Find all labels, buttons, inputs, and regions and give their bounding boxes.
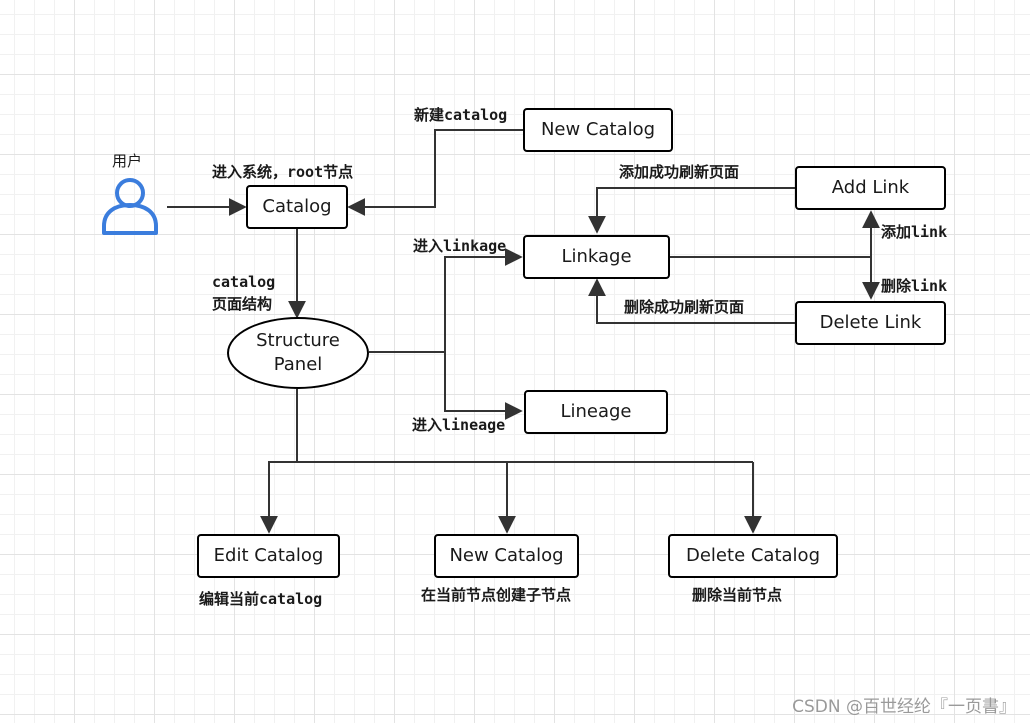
label-create-catalog: 新建catalog xyxy=(414,106,508,124)
edge-newcatalog-to-catalog xyxy=(347,129,523,216)
linkage-node[interactable]: Linkage xyxy=(523,235,670,279)
label-delete-link: 删除link xyxy=(881,277,948,295)
edit-catalog-node[interactable]: Edit Catalog xyxy=(197,534,340,578)
add-link-node[interactable]: Add Link xyxy=(795,166,946,210)
catalog-node[interactable]: Catalog xyxy=(246,185,348,229)
structure-panel-node[interactable]: Structure Panel xyxy=(227,317,369,389)
label-enter-system: 进入系统，root节点 xyxy=(212,163,354,181)
watermark: CSDN @百世经纶『一页書』 xyxy=(792,697,1016,717)
label-enter-lineage: 进入lineage xyxy=(412,416,506,434)
delete-catalog-node[interactable]: Delete Catalog xyxy=(668,534,838,578)
label-delete-current-node: 删除当前节点 xyxy=(692,586,783,604)
edge-addlink-to-linkage xyxy=(588,187,795,234)
label-delete-success-refresh: 删除成功刷新页面 xyxy=(624,298,745,316)
label-add-link: 添加link xyxy=(881,223,948,241)
user-caption: 用户 xyxy=(112,152,143,170)
label-edit-current-catalog: 编辑当前catalog xyxy=(199,590,323,608)
label-add-success-refresh: 添加成功刷新页面 xyxy=(619,163,740,181)
lineage-node[interactable]: Lineage xyxy=(524,390,668,434)
new-catalog-node-top[interactable]: New Catalog xyxy=(523,108,673,152)
label-enter-linkage: 进入linkage xyxy=(413,237,507,255)
user-icon xyxy=(102,178,158,235)
new-catalog-node-bottom[interactable]: New Catalog xyxy=(434,534,579,578)
edge-deletelink-to-linkage xyxy=(588,278,795,324)
edge-structure-to-linkage xyxy=(369,248,523,353)
edge-bus-to-edit-catalog xyxy=(260,461,297,534)
label-catalog-page-structure: catalog 页面结构 xyxy=(212,273,276,313)
label-create-child-node: 在当前节点创建子节点 xyxy=(421,586,572,604)
delete-link-node[interactable]: Delete Link xyxy=(795,301,946,345)
edge-structure-to-lineage xyxy=(444,352,523,420)
